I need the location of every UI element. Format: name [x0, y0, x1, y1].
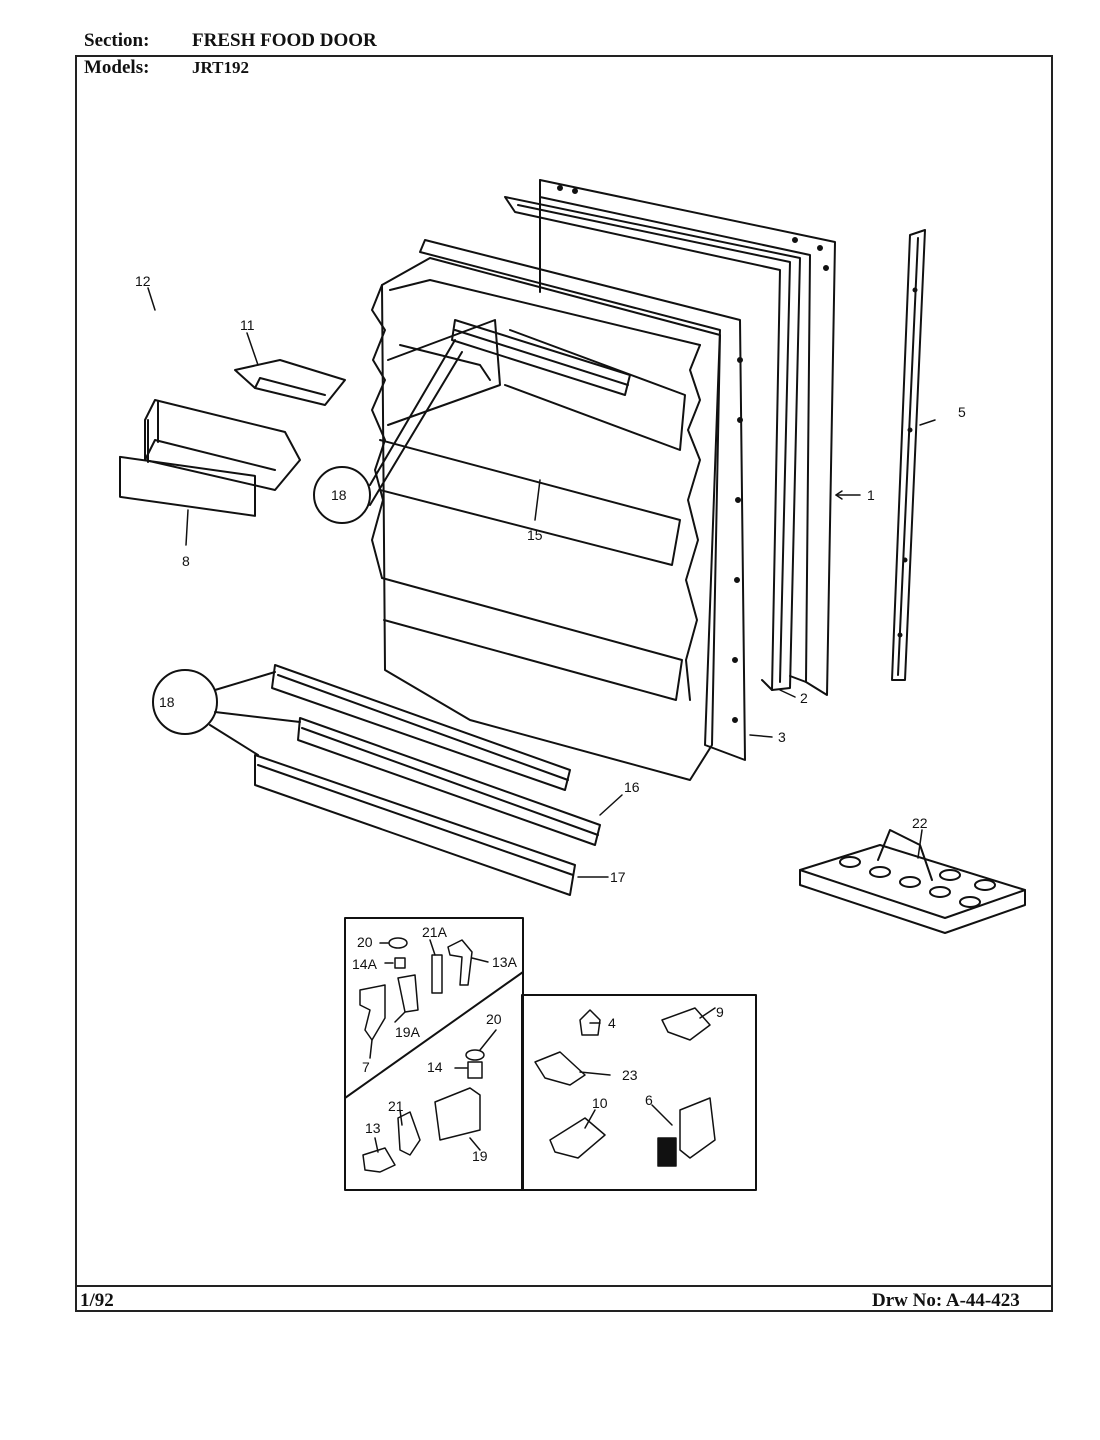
- trim-strip: [891, 229, 926, 681]
- bracket-23: [534, 1051, 586, 1086]
- callout-10: 10: [592, 1095, 608, 1111]
- models-label: Models:: [84, 57, 150, 78]
- footer-date: 1/92: [80, 1290, 114, 1311]
- cover-9: [661, 1007, 711, 1041]
- callout-9: 9: [716, 1004, 724, 1020]
- shelf-bar-15: [451, 319, 631, 396]
- callout-8: 8: [182, 553, 190, 569]
- washer-20b: [465, 1049, 485, 1061]
- hinge-kit-box: [344, 917, 757, 1191]
- callout-14: 14: [427, 1059, 443, 1075]
- cover-10: [549, 1117, 606, 1159]
- shim-21a: [431, 954, 443, 994]
- callout-2: 2: [800, 690, 808, 706]
- callout-22: 22: [912, 815, 928, 831]
- callout-11: 11: [240, 317, 255, 333]
- handle-6: [679, 1097, 716, 1159]
- callout-5: 5: [958, 404, 966, 420]
- hinge-13a: [447, 939, 473, 986]
- small-parts: [359, 937, 716, 1173]
- clip-detail-18-lower: [152, 669, 301, 756]
- hinge-19: [434, 1087, 481, 1141]
- callout-3: 3: [778, 729, 786, 745]
- label-strip: [119, 455, 256, 517]
- callout-17: 17: [610, 869, 626, 885]
- callout-12: 12: [135, 273, 151, 289]
- callout-20-upper: 20: [357, 934, 373, 950]
- callout-21: 21: [388, 1098, 404, 1114]
- callout-15: 15: [527, 527, 543, 543]
- drawing-frame: [75, 55, 1053, 1312]
- footer-rule: [75, 1285, 1053, 1287]
- callout-7: 7: [362, 1059, 370, 1075]
- section-header: Section: FRESH FOOD DOOR: [84, 30, 377, 52]
- callout-19: 19: [472, 1148, 488, 1164]
- clip-detail-18-upper: [313, 339, 463, 524]
- washer-20: [388, 937, 408, 949]
- door-liner: [371, 239, 746, 781]
- door-gasket: [504, 196, 801, 691]
- leader-lines: [147, 287, 936, 1153]
- callout-21a: 21A: [422, 924, 448, 940]
- outer-door-panel: [539, 179, 836, 696]
- models-value: JRT192: [192, 58, 250, 77]
- shim-21: [397, 1111, 421, 1156]
- dairy-cover: [234, 359, 346, 406]
- dairy-compartment: [144, 399, 301, 491]
- callout-14a: 14A: [352, 956, 378, 972]
- callout-13: 13: [365, 1120, 381, 1136]
- models-header: Models: JRT192: [84, 57, 249, 79]
- callout-13a: 13A: [492, 954, 518, 970]
- callout-19a: 19A: [395, 1024, 421, 1040]
- callout-20-lower: 20: [486, 1011, 502, 1027]
- callout-4: 4: [608, 1015, 616, 1031]
- spacer-14a: [394, 957, 406, 969]
- handle-6-base: [657, 1137, 677, 1167]
- hinge-19a: [397, 974, 419, 1013]
- section-label: Section:: [84, 30, 150, 51]
- callout-1: 1: [867, 487, 875, 503]
- stop-4: [579, 1009, 601, 1036]
- callout-23: 23: [622, 1067, 638, 1083]
- hinge-cover-7: [359, 984, 386, 1041]
- callout-16: 16: [624, 779, 640, 795]
- hinge-13: [362, 1147, 396, 1173]
- section-value: FRESH FOOD DOOR: [192, 30, 377, 51]
- callout-18-upper: 18: [331, 487, 347, 503]
- spacer-14: [467, 1061, 483, 1079]
- shelf-bar-17: [254, 754, 576, 896]
- callout-6: 6: [645, 1092, 653, 1108]
- footer-drawing-number: Drw No: A-44-423: [872, 1290, 1020, 1311]
- egg-tray: [799, 829, 1026, 934]
- shelf-bars-16: [271, 664, 601, 846]
- callout-18-lower: 18: [159, 694, 175, 710]
